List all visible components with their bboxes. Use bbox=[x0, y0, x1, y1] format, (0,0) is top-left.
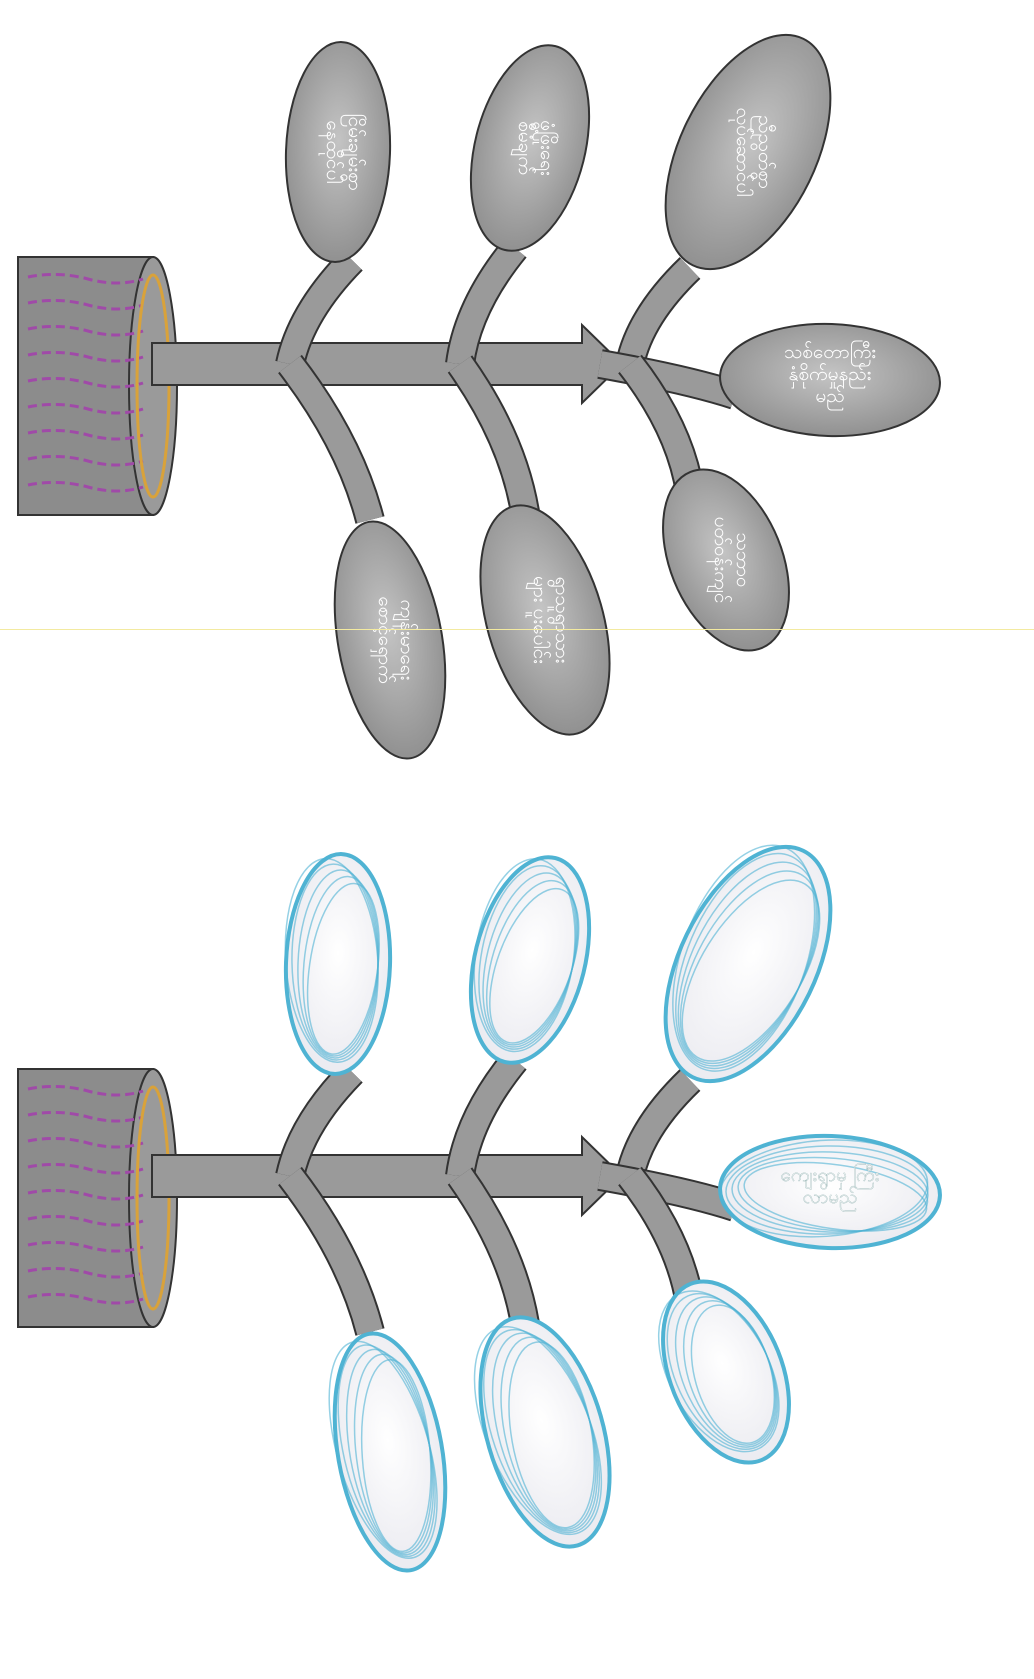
trunk-arrow bbox=[152, 1137, 622, 1215]
leaf-1 bbox=[279, 852, 394, 1176]
leaf-6 bbox=[449, 1176, 634, 1561]
trunk-arrow bbox=[152, 325, 622, 403]
leaf-7 bbox=[290, 1176, 462, 1579]
leaf-1: ငြိမ်းချမ်းစွာနေထိုင်ပါ bbox=[282, 40, 394, 364]
leaf-6: ရွာသူရွာသားများ ပူးပေါင်း bbox=[457, 364, 634, 749]
leaf-shape bbox=[318, 1325, 462, 1579]
leaf-3 bbox=[630, 821, 864, 1176]
leaf-2 bbox=[451, 845, 609, 1176]
leaf-7: ကျန်းမာရေးစောင့်ရှောက် bbox=[290, 364, 462, 767]
leaf-shape bbox=[282, 852, 394, 1075]
leaf-2: ဖွံ့ဖြိုးရေးစီမံချက် bbox=[451, 33, 609, 364]
leaf-label: ညီညွတ်စွာလုပ်ဆောင်ပါ bbox=[728, 107, 777, 196]
bottom-tree: ကျေးရွာမှ ကြီးလာမည် bbox=[18, 821, 942, 1579]
page-divider bbox=[0, 629, 1034, 630]
leaf-label: ဖွံ့ဖြိုးရေးစီမံချက် bbox=[510, 120, 560, 176]
leaf-label: ရွာသူရွာသားများ ပူးပေါင်း bbox=[525, 576, 573, 664]
leaf-3: ညီညွတ်စွာလုပ်ဆောင်ပါ bbox=[630, 9, 864, 364]
top-tree: ငြိမ်းချမ်းစွာနေထိုင်ပါ ဖွံ့ဖြိုးရေးစီမံခ… bbox=[18, 9, 942, 767]
leaf-label: ကျန်းမာရေးစောင့်ရှောက် bbox=[370, 596, 419, 683]
leaf-label: ငြိမ်းချမ်းစွာနေထိုင်ပါ bbox=[318, 113, 367, 190]
